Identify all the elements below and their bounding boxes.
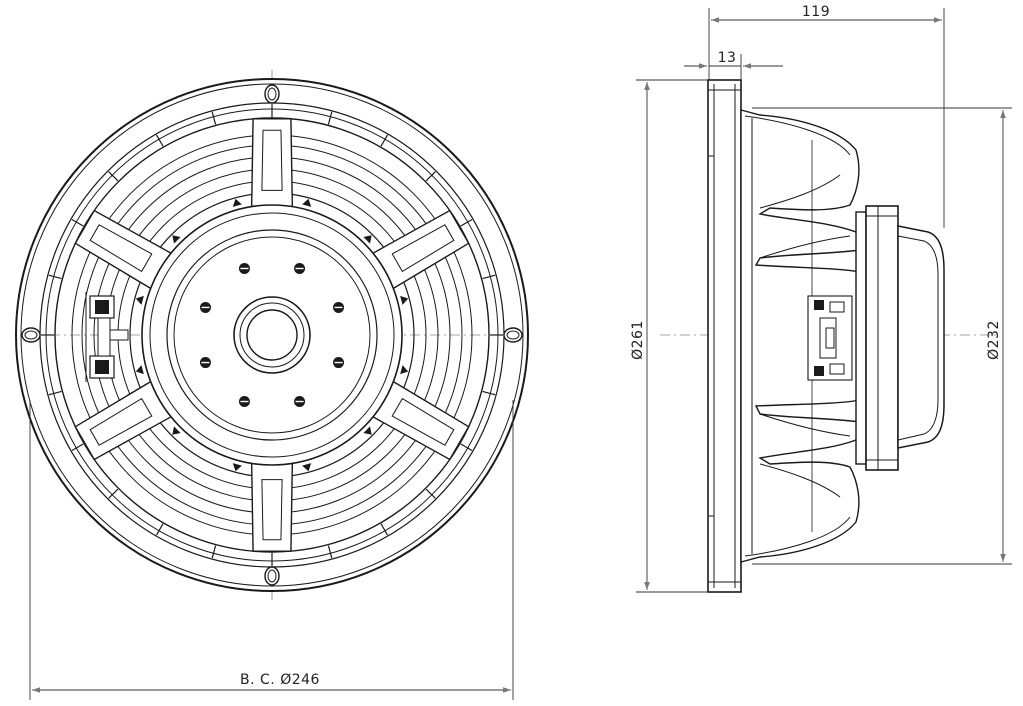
basket-spokes <box>74 118 470 552</box>
flange-thickness-label: 13 <box>718 50 737 66</box>
spoke-inner <box>391 397 455 446</box>
spoke-inner <box>89 224 153 273</box>
front-view: B. C. Ø246 <box>15 70 529 700</box>
rim-segment-divider <box>108 171 119 182</box>
bolt-circle-label: B. C. Ø246 <box>240 672 320 688</box>
rim-segment-divider <box>380 523 389 536</box>
mounting-hole <box>21 327 41 343</box>
side-view: 119 13 Ø261 Ø232 <box>630 4 1012 593</box>
basket-notches <box>135 198 409 472</box>
magnet-cover <box>897 225 945 449</box>
magnet-screws <box>199 262 345 408</box>
basket-notch <box>400 365 409 375</box>
rim-segment-divider <box>71 218 84 227</box>
spoke-inner <box>261 479 283 541</box>
rim-segment-divider <box>211 545 217 559</box>
rim-segment-divider <box>155 134 164 147</box>
mounting-hole <box>264 566 280 586</box>
basket-notch <box>232 198 242 207</box>
outer-rim <box>15 78 529 592</box>
spoke <box>250 462 294 552</box>
rim-segment-divider <box>380 134 389 147</box>
basket-notch <box>363 426 372 435</box>
basket-notch <box>302 463 312 472</box>
rim-segment-divider <box>48 390 62 396</box>
depth-label: 119 <box>802 4 830 20</box>
basket-notch <box>135 365 144 375</box>
rim-segments <box>41 104 503 566</box>
magnet-diameter-label: Ø232 <box>986 320 1002 360</box>
mounting-holes <box>21 84 523 586</box>
rim-segment-divider <box>327 545 333 559</box>
rim-segment-divider <box>482 390 496 396</box>
rim-segment-divider <box>482 274 496 280</box>
spoke-inner <box>89 397 153 446</box>
magnet-body <box>865 205 899 471</box>
rim-segment-divider <box>108 488 119 499</box>
magnet-outer <box>141 204 403 466</box>
rim-segment-divider <box>48 274 62 280</box>
spoke-inner <box>391 224 455 273</box>
side-terminal <box>807 295 853 381</box>
terminal-block <box>85 292 129 382</box>
rim-segment-divider <box>460 443 473 452</box>
basket-notch <box>135 295 144 305</box>
basket-notch <box>363 235 372 244</box>
flange <box>707 79 742 593</box>
mounting-hole <box>264 84 280 104</box>
mounting-hole <box>503 327 523 343</box>
rim-segment-divider <box>211 111 217 125</box>
rim-segment-divider <box>425 488 436 499</box>
basket-notch <box>302 198 312 207</box>
rim-segment-divider <box>327 111 333 125</box>
spoke-inner <box>261 129 283 191</box>
basket-notch <box>400 295 409 305</box>
basket-notch <box>232 463 242 472</box>
basket-notch <box>172 235 181 244</box>
rim-segment-divider <box>460 218 473 227</box>
rim-segment-divider <box>425 171 436 182</box>
spoke <box>250 118 294 208</box>
rim-segment-divider <box>155 523 164 536</box>
basket-notch <box>172 426 181 435</box>
vent-hole <box>246 309 298 361</box>
outer-diameter-label: Ø261 <box>630 320 646 360</box>
pole-piece <box>233 296 311 374</box>
magnet-front-plate <box>855 211 867 465</box>
rim-segment-divider <box>71 443 84 452</box>
